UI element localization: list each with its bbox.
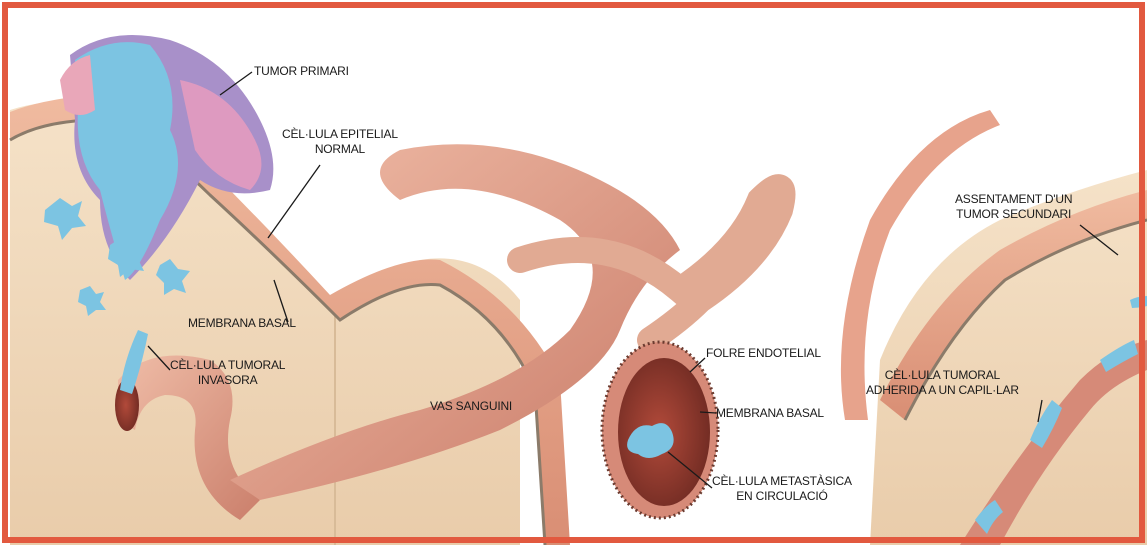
label-folre-endotelial: FOLRE ENDOTELIAL	[706, 346, 821, 361]
label-cellula-metastasica: CÈL·LULA METASTÀSICA EN CIRCULACIÓ	[712, 474, 852, 504]
label-membrana-basal-right: MEMBRANA BASAL	[716, 406, 824, 421]
label-cellula-tumoral-invasora: CÈL·LULA TUMORAL INVASORA	[170, 358, 285, 388]
label-cellula-epitelial-normal: CÈL·LULA EPITELIAL NORMAL	[282, 127, 398, 157]
label-assentament-tumor-secundari: ASSENTAMENT D'UN TUMOR SECUNDARI	[955, 192, 1072, 222]
label-tumor-primari: TUMOR PRIMARI	[254, 64, 349, 79]
label-vas-sanguini: VAS SANGUINI	[430, 399, 512, 414]
label-cellula-tumoral-adherida: CÈL·LULA TUMORAL ADHERIDA A UN CAPIL·LAR	[866, 368, 1019, 398]
label-membrana-basal-left: MEMBRANA BASAL	[188, 316, 296, 331]
